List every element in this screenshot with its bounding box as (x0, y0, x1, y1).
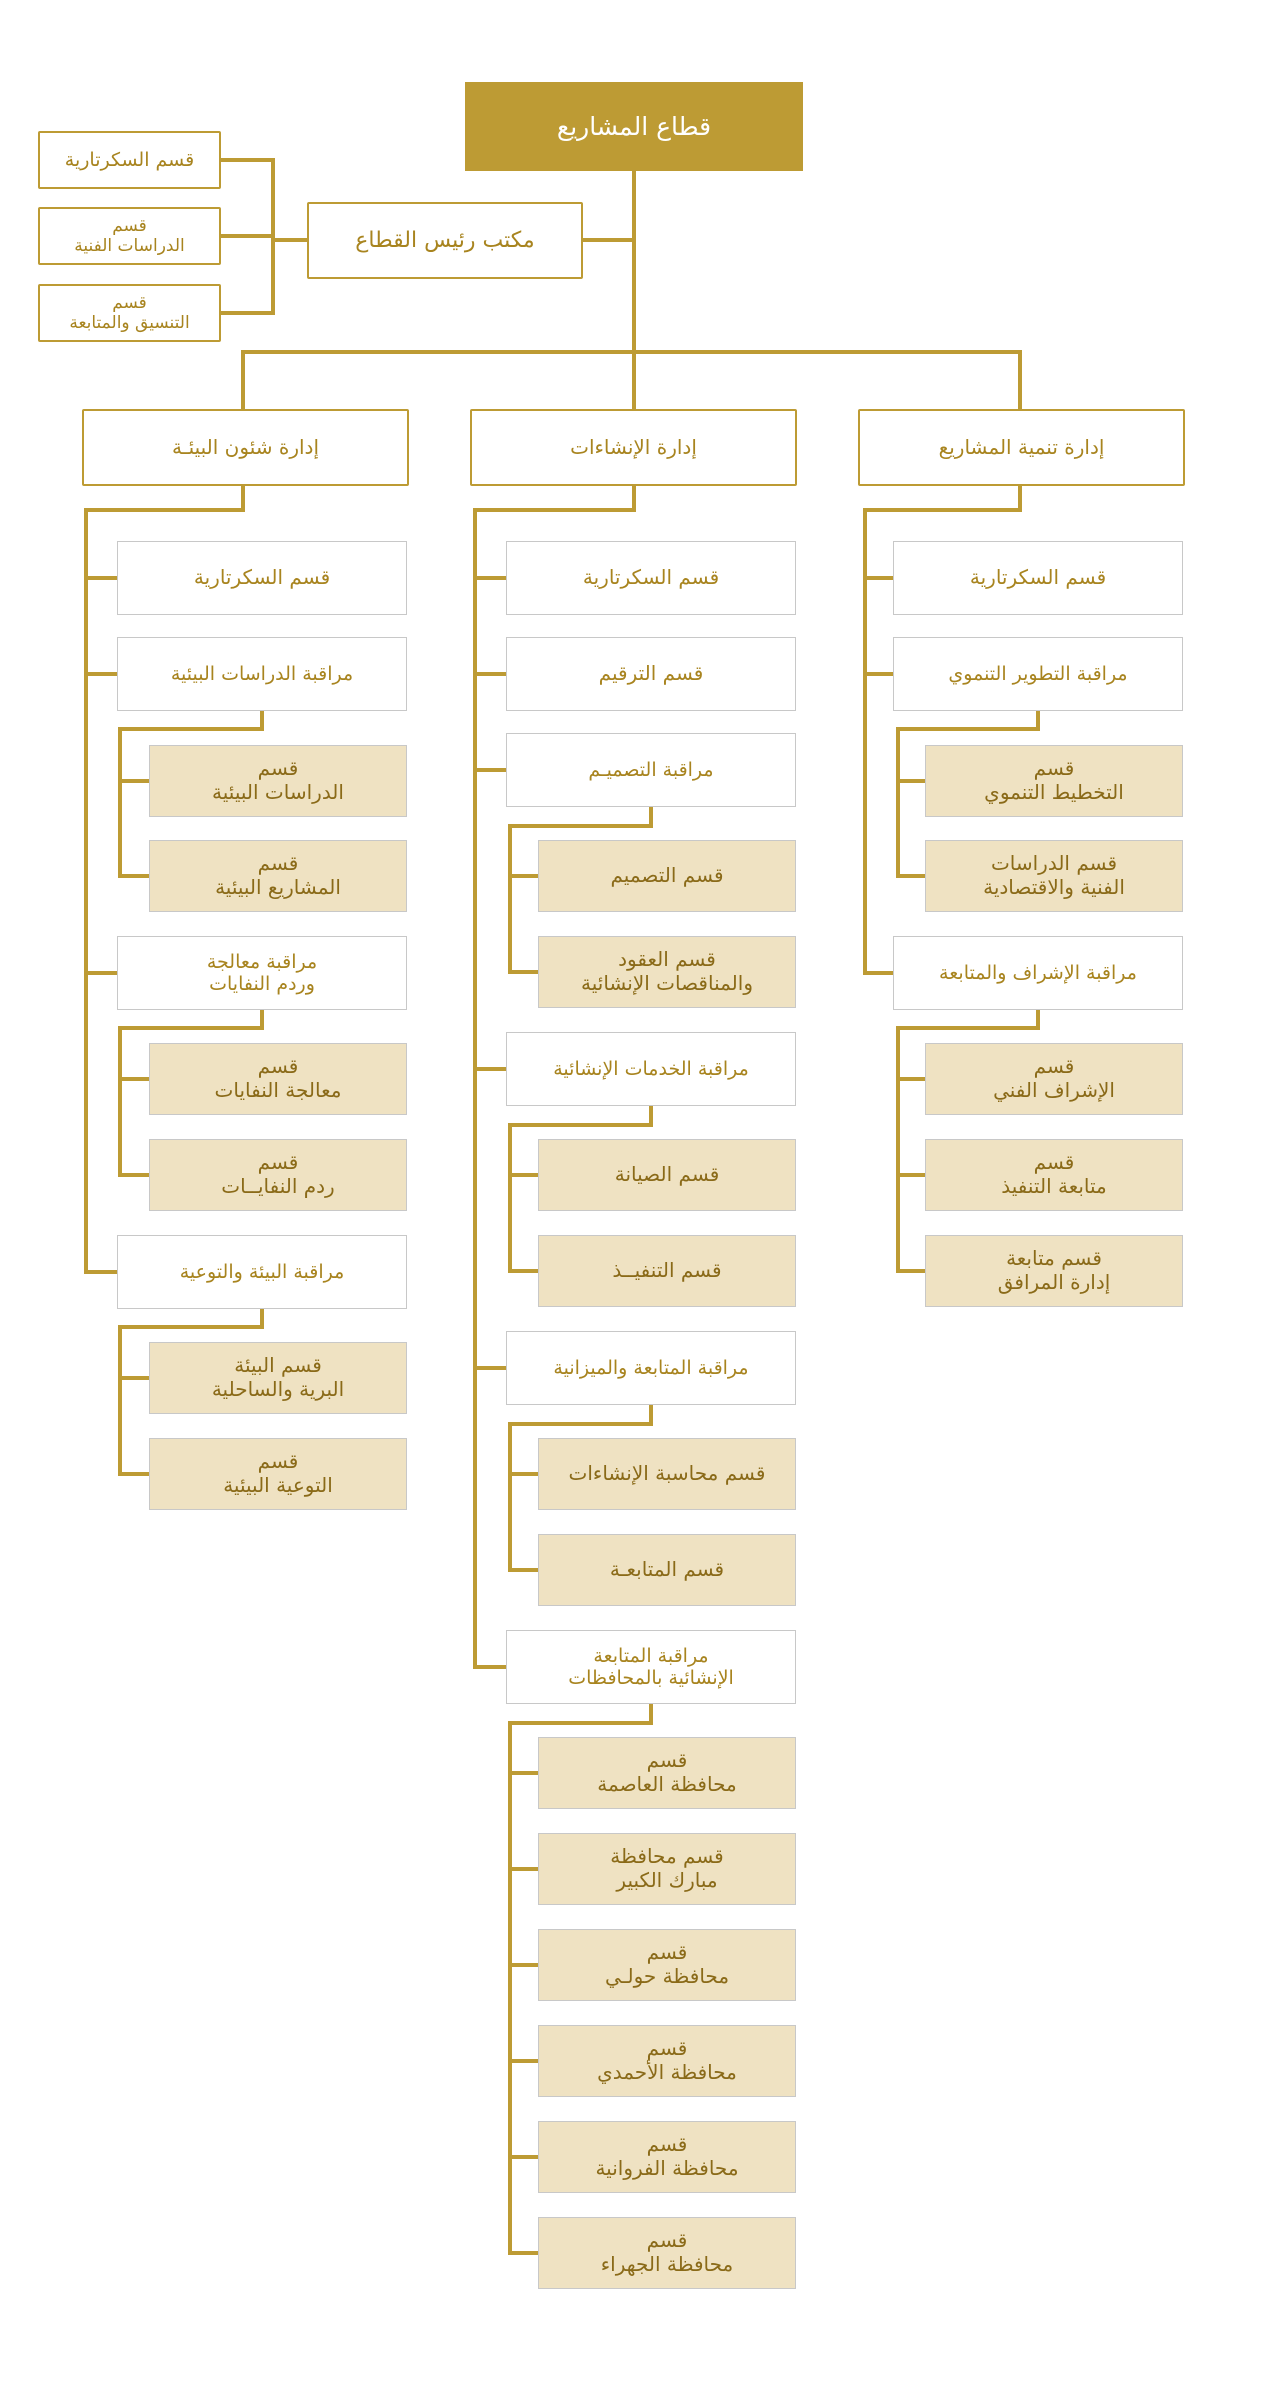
dept1-unit-technical-supervision: قسم الإشراف الفني (925, 1043, 1183, 1115)
dept3-unit-waste-treatment: قسم معالجة النفايات (149, 1043, 407, 1115)
dept2-control-governorates: مراقبة المتابعة الإنشائية بالمحافظات (506, 1630, 796, 1704)
dept3-unit-environmental-awareness: قسم التوعية البيئية (149, 1438, 407, 1510)
head-office-box: مكتب رئيس القطاع (307, 202, 583, 279)
office-section-secretary: قسم السكرتارية (38, 131, 221, 189)
dept3-control-environmental-studies: مراقبة الدراسات البيئية (117, 637, 407, 711)
dept2-unit-ahmadi: قسم محافظة الأحمدي (538, 2025, 796, 2097)
dept2-control-budget: مراقبة المتابعة والميزانية (506, 1331, 796, 1405)
dept1-secretary: قسم السكرتارية (893, 541, 1183, 615)
dept2-unit-maintenance: قسم الصيانة (538, 1139, 796, 1211)
dept-constructions: إدارة الإنشاءات (470, 409, 797, 486)
office-section-coordination: قسم التنسيق والمتابعة (38, 284, 221, 342)
office-section-technical-studies: قسم الدراسات الفنية (38, 207, 221, 265)
dept2-control-services: مراقبة الخدمات الإنشائية (506, 1032, 796, 1106)
dept2-unit-farwaniya: قسم محافظة الفروانية (538, 2121, 796, 2193)
dept3-control-waste: مراقبة معالجة وردم النفايات (117, 936, 407, 1010)
dept2-unit-contracts: قسم العقود والمناقصات الإنشائية (538, 936, 796, 1008)
dept1-control-supervision: مراقبة الإشراف والمتابعة (893, 936, 1183, 1010)
dept2-unit-accounting: قسم محاسبة الإنشاءات (538, 1438, 796, 1510)
dept2-secretary: قسم السكرتارية (506, 541, 796, 615)
dept2-unit-execution: قسم التنفيــذ (538, 1235, 796, 1307)
dept3-control-awareness: مراقبة البيئة والتوعية (117, 1235, 407, 1309)
dept2-unit-followup: قسم المتابعـة (538, 1534, 796, 1606)
dept2-unit-hawalli: قسم محافظة حولـي (538, 1929, 796, 2001)
dept1-unit-facilities-followup: قسم متابعة إدارة المرافق (925, 1235, 1183, 1307)
dept2-numbering: قسم الترقيم (506, 637, 796, 711)
sector-title-box: قطاع المشاريع (465, 82, 803, 171)
dept3-secretary: قسم السكرتارية (117, 541, 407, 615)
dept1-control-development: مراقبة التطوير التنموي (893, 637, 1183, 711)
dept2-unit-mubarak-alkabeer: قسم محافظة مبارك الكبير (538, 1833, 796, 1905)
dept1-unit-execution-followup: قسم متابعة التنفيذ (925, 1139, 1183, 1211)
dept3-unit-environmental-studies: قسم الدراسات البيئية (149, 745, 407, 817)
dept3-unit-land-coastal: قسم البيئة البرية والساحلية (149, 1342, 407, 1414)
dept1-unit-economic-studies: قسم الدراسات الفنية والاقتصادية (925, 840, 1183, 912)
dept2-unit-design: قسم التصميم (538, 840, 796, 912)
dept2-unit-jahra: قسم محافظة الجهراء (538, 2217, 796, 2289)
dept-environment-affairs: إدارة شئون البيئـة (82, 409, 409, 486)
dept2-unit-capital: قسم محافظة العاصمة (538, 1737, 796, 1809)
dept-projects-development: إدارة تنمية المشاريع (858, 409, 1185, 486)
dept3-unit-waste-landfill: قسم ردم النفايــات (149, 1139, 407, 1211)
dept3-unit-environmental-projects: قسم المشاريع البيئية (149, 840, 407, 912)
dept2-control-design: مراقبة التصميـم (506, 733, 796, 807)
dept1-unit-planning: قسم التخطيط التنموي (925, 745, 1183, 817)
